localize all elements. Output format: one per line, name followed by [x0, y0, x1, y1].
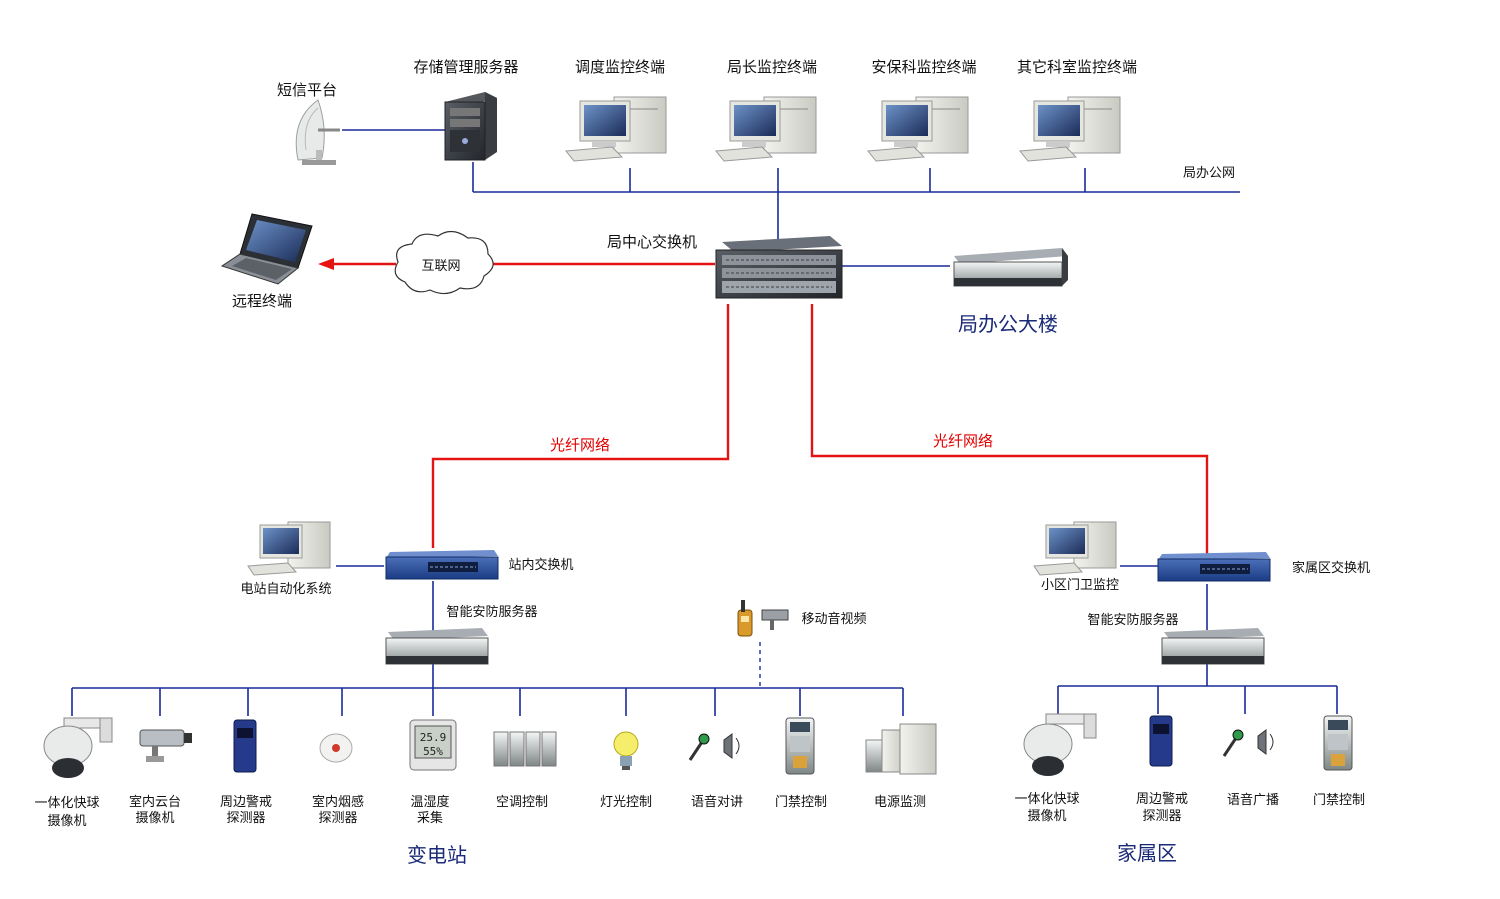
terminal-label-4: 其它科室监控终端 — [1017, 58, 1137, 76]
power-supply-icon — [865, 723, 937, 775]
gate-monitor-pc — [1033, 521, 1117, 576]
fiber-label-left: 光纤网络 — [550, 436, 610, 454]
perimeter-detector-icon — [233, 719, 257, 773]
device-label-1a: 一体化快球 — [34, 796, 99, 811]
internet-label: 互联网 — [421, 259, 460, 274]
internet-links — [318, 258, 715, 270]
substation-server-label: 智能安防服务器 — [446, 604, 537, 620]
substation-server-icon — [385, 628, 489, 665]
core-switch-icon — [715, 236, 843, 299]
family-perimeter-detector-icon — [1149, 715, 1173, 767]
laptop-icon — [220, 213, 313, 285]
device-label-5a: 温湿度 — [410, 794, 449, 810]
family-title: 家属区 — [1117, 841, 1177, 865]
lightbulb-icon — [613, 731, 639, 770]
access-control-icon — [785, 717, 815, 775]
device-label-2a: 室内云台 — [129, 794, 181, 810]
terminal-pc-3 — [867, 96, 969, 162]
thermo-hygrometer-icon: 25.9 55% — [409, 719, 457, 771]
remote-terminal-label: 远程终端 — [232, 292, 292, 310]
family-server-label: 智能安防服务器 — [1087, 612, 1178, 628]
device-label-2b: 摄像机 — [135, 811, 174, 826]
device-label-4b: 探测器 — [318, 811, 357, 826]
device-label-9: 门禁控制 — [775, 795, 827, 810]
family-device-label-4: 门禁控制 — [1313, 793, 1365, 808]
device-label-3b: 探测器 — [226, 811, 265, 826]
device-label-10: 电源监测 — [874, 795, 926, 810]
svg-text:55%: 55% — [423, 745, 443, 758]
substation-switch-label: 站内交换机 — [508, 557, 573, 573]
terminal-pc-2 — [715, 96, 817, 162]
speed-dome-camera-icon — [43, 717, 113, 778]
family-device-label-1a: 一体化快球 — [1014, 792, 1079, 807]
family-microphone-speaker-icon — [1222, 729, 1274, 757]
svg-text:25.9: 25.9 — [420, 731, 447, 744]
substation-auto-pc — [247, 521, 331, 576]
device-label-8: 语音对讲 — [691, 794, 743, 810]
storage-server-icon — [444, 92, 497, 161]
sms-platform-label: 短信平台 — [277, 81, 337, 99]
air-conditioner-icon — [493, 731, 557, 767]
ptz-camera-icon — [139, 729, 192, 762]
family-device-label-3: 语音广播 — [1227, 792, 1279, 808]
family-device-label-2a: 周边警戒 — [1136, 791, 1188, 807]
device-label-1b: 摄像机 — [47, 814, 86, 829]
office-network-lines — [342, 129, 1240, 267]
device-label-3a: 周边警戒 — [220, 794, 272, 810]
terminal-label-1: 调度监控终端 — [575, 58, 665, 76]
substation-auto-label: 电站自动化系统 — [240, 582, 331, 597]
family-lines — [1057, 565, 1338, 714]
office-building-label: 局办公大楼 — [958, 312, 1058, 336]
family-switch-label: 家属区交换机 — [1292, 560, 1370, 576]
device-label-4a: 室内烟感 — [312, 794, 364, 810]
terminal-label-3: 安保科监控终端 — [871, 58, 976, 76]
core-switch-label: 局中心交换机 — [607, 233, 697, 251]
family-server-icon — [1161, 628, 1265, 665]
storage-server-label: 存储管理服务器 — [413, 58, 518, 76]
terminal-label-2: 局长监控终端 — [727, 58, 817, 76]
substation-title: 变电站 — [407, 843, 467, 867]
internet-cloud-icon — [394, 230, 494, 295]
sms-dish-icon — [295, 99, 340, 165]
terminal-pc-1 — [565, 96, 667, 162]
rack-server-icon — [953, 248, 1068, 287]
office-net-label: 局办公网 — [1183, 166, 1235, 181]
device-label-5b: 采集 — [417, 810, 443, 826]
family-device-label-2b: 探测器 — [1142, 809, 1181, 824]
terminal-pc-4 — [1019, 96, 1121, 162]
smoke-detector-icon — [319, 733, 353, 763]
fiber-label-right: 光纤网络 — [933, 432, 993, 450]
fiber-links — [431, 304, 1209, 555]
family-speed-dome-camera-icon — [1023, 713, 1097, 776]
device-label-7: 灯光控制 — [600, 795, 652, 810]
substation-switch-icon — [385, 550, 499, 580]
family-access-control-icon — [1323, 715, 1353, 771]
mobile-av-label: 移动音视频 — [801, 611, 866, 627]
gate-monitor-label: 小区门卫监控 — [1041, 578, 1119, 593]
microphone-speaker-icon — [688, 733, 740, 761]
mobile-av-icon — [737, 600, 789, 637]
family-switch-icon — [1157, 552, 1271, 582]
device-label-6: 空调控制 — [496, 795, 548, 810]
family-device-label-1b: 摄像机 — [1027, 809, 1066, 824]
substation-lines — [71, 565, 904, 716]
